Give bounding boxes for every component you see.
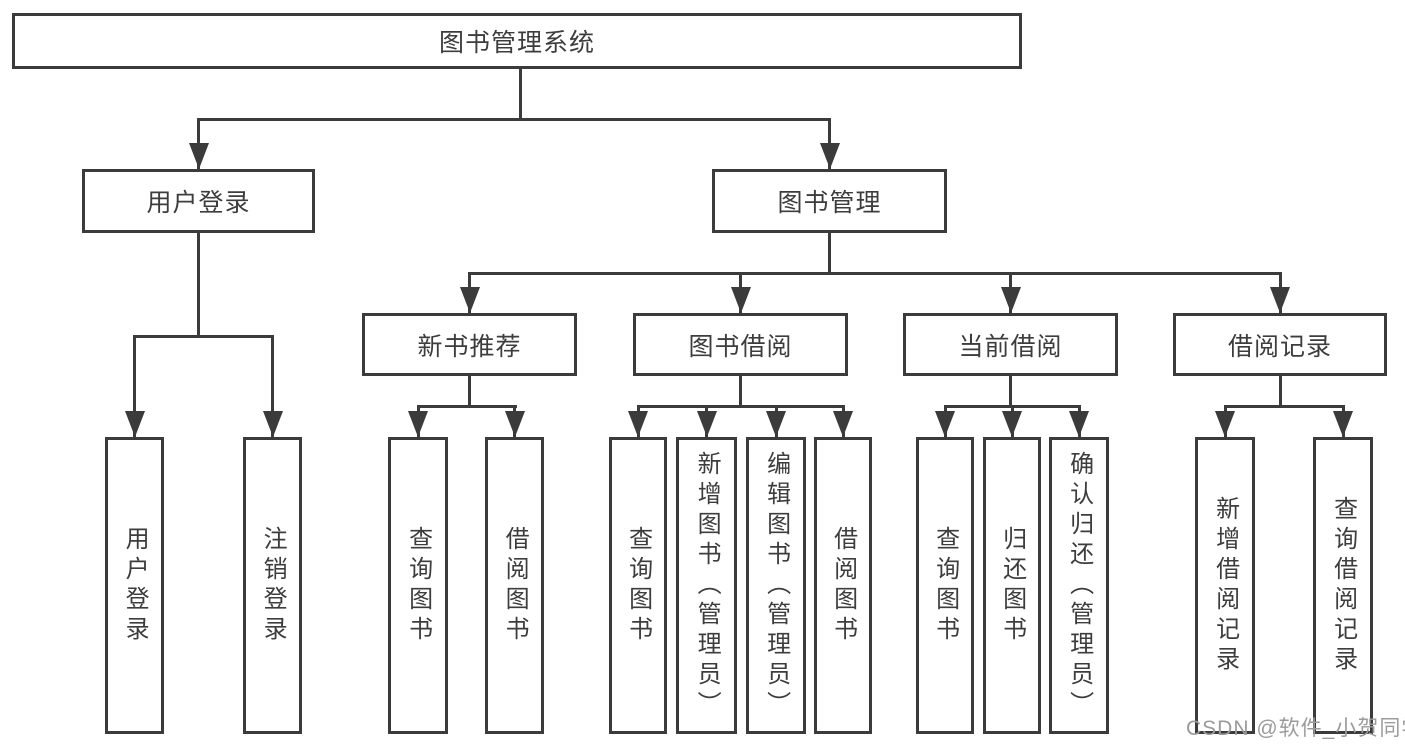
arrow-down-icon bbox=[833, 411, 853, 437]
leaf-borrow-books: 借阅图书 bbox=[814, 437, 872, 734]
node-user-login: 用户登录 bbox=[82, 169, 315, 233]
h-line bbox=[133, 335, 274, 338]
node-label: 借阅记录 bbox=[1227, 332, 1332, 361]
arrow-down-icon bbox=[1333, 411, 1353, 437]
node-label: 归还图书 bbox=[998, 525, 1026, 646]
v-line bbox=[518, 69, 522, 121]
h-line bbox=[636, 405, 845, 408]
arrow-down-icon bbox=[766, 411, 786, 437]
arrow-down-icon bbox=[1002, 411, 1022, 437]
leaf-query-borrow-record: 查询借阅记录 bbox=[1313, 437, 1373, 734]
leaf-query-books-current: 查询图书 bbox=[916, 437, 974, 734]
node-label: 图书借阅 bbox=[688, 332, 793, 361]
node-label: 图书管理系统 bbox=[438, 29, 595, 57]
v-line bbox=[739, 376, 742, 408]
arrow-down-icon bbox=[696, 411, 717, 437]
node-label: 查询图书 bbox=[624, 525, 652, 646]
node-label: 借阅图书 bbox=[829, 525, 857, 646]
v-line bbox=[197, 233, 200, 338]
arrow-down-icon bbox=[124, 411, 145, 437]
arrow-down-icon bbox=[628, 411, 648, 437]
node-borrow-records: 借阅记录 bbox=[1173, 313, 1387, 376]
leaf-confirm-return-admin: 确认归还（管理员） bbox=[1049, 437, 1109, 734]
node-new-book-recommend: 新书推荐 bbox=[362, 313, 577, 376]
node-label: 新增图书（管理员） bbox=[693, 450, 721, 721]
arrow-down-icon bbox=[262, 411, 283, 437]
arrow-down-icon bbox=[459, 287, 480, 313]
v-line bbox=[271, 335, 274, 437]
arrow-down-icon bbox=[1270, 287, 1290, 313]
leaf-query-books-borrow: 查询图书 bbox=[609, 437, 667, 734]
node-label: 查询图书 bbox=[931, 525, 959, 646]
node-label: 用户登录 bbox=[121, 525, 149, 646]
node-label: 确认归还（管理员） bbox=[1065, 450, 1093, 721]
node-label: 当前借阅 bbox=[958, 332, 1063, 361]
h-line bbox=[1223, 405, 1345, 408]
h-line bbox=[416, 405, 517, 408]
node-label: 编辑图书（管理员） bbox=[762, 450, 790, 721]
arrow-down-icon bbox=[819, 143, 840, 169]
node-label: 查询图书 bbox=[404, 525, 432, 646]
arrow-down-icon bbox=[730, 287, 751, 313]
node-label: 新增借阅记录 bbox=[1211, 495, 1239, 676]
leaf-add-borrow-record: 新增借阅记录 bbox=[1195, 437, 1255, 734]
v-line bbox=[1009, 376, 1012, 408]
node-label: 用户登录 bbox=[146, 189, 251, 217]
node-book-borrow: 图书借阅 bbox=[633, 313, 848, 376]
node-book-management: 图书管理 bbox=[712, 169, 947, 233]
leaf-user-login: 用户登录 bbox=[105, 437, 164, 734]
node-label: 图书管理 bbox=[777, 189, 882, 217]
h-line bbox=[197, 118, 831, 121]
v-line bbox=[1278, 376, 1282, 408]
arrow-down-icon bbox=[1000, 287, 1021, 313]
leaf-query-books-recommend: 查询图书 bbox=[388, 437, 448, 734]
node-current-borrow: 当前借阅 bbox=[903, 313, 1118, 376]
node-label: 查询借阅记录 bbox=[1329, 495, 1357, 676]
watermark: CSDN @软件_小贺同学 bbox=[1186, 717, 1405, 740]
leaf-borrow-books-recommend: 借阅图书 bbox=[485, 437, 544, 734]
arrow-down-icon bbox=[1215, 411, 1235, 437]
arrow-down-icon bbox=[504, 411, 525, 437]
leaf-add-book-admin: 新增图书（管理员） bbox=[676, 437, 737, 734]
node-label: 新书推荐 bbox=[417, 332, 522, 361]
leaf-edit-book-admin: 编辑图书（管理员） bbox=[746, 437, 806, 734]
v-line bbox=[133, 335, 136, 437]
arrow-down-icon bbox=[935, 411, 955, 437]
node-label: 注销登录 bbox=[259, 525, 287, 646]
arrow-down-icon bbox=[408, 411, 428, 437]
v-line bbox=[828, 233, 831, 275]
leaf-logout: 注销登录 bbox=[243, 437, 302, 734]
node-label: 借阅图书 bbox=[501, 525, 529, 646]
h-line bbox=[468, 272, 1282, 275]
arrow-down-icon bbox=[188, 143, 209, 169]
v-line bbox=[468, 376, 471, 408]
leaf-return-book: 归还图书 bbox=[983, 437, 1041, 734]
arrow-down-icon bbox=[1069, 411, 1089, 437]
node-library-management-system: 图书管理系统 bbox=[12, 13, 1022, 69]
